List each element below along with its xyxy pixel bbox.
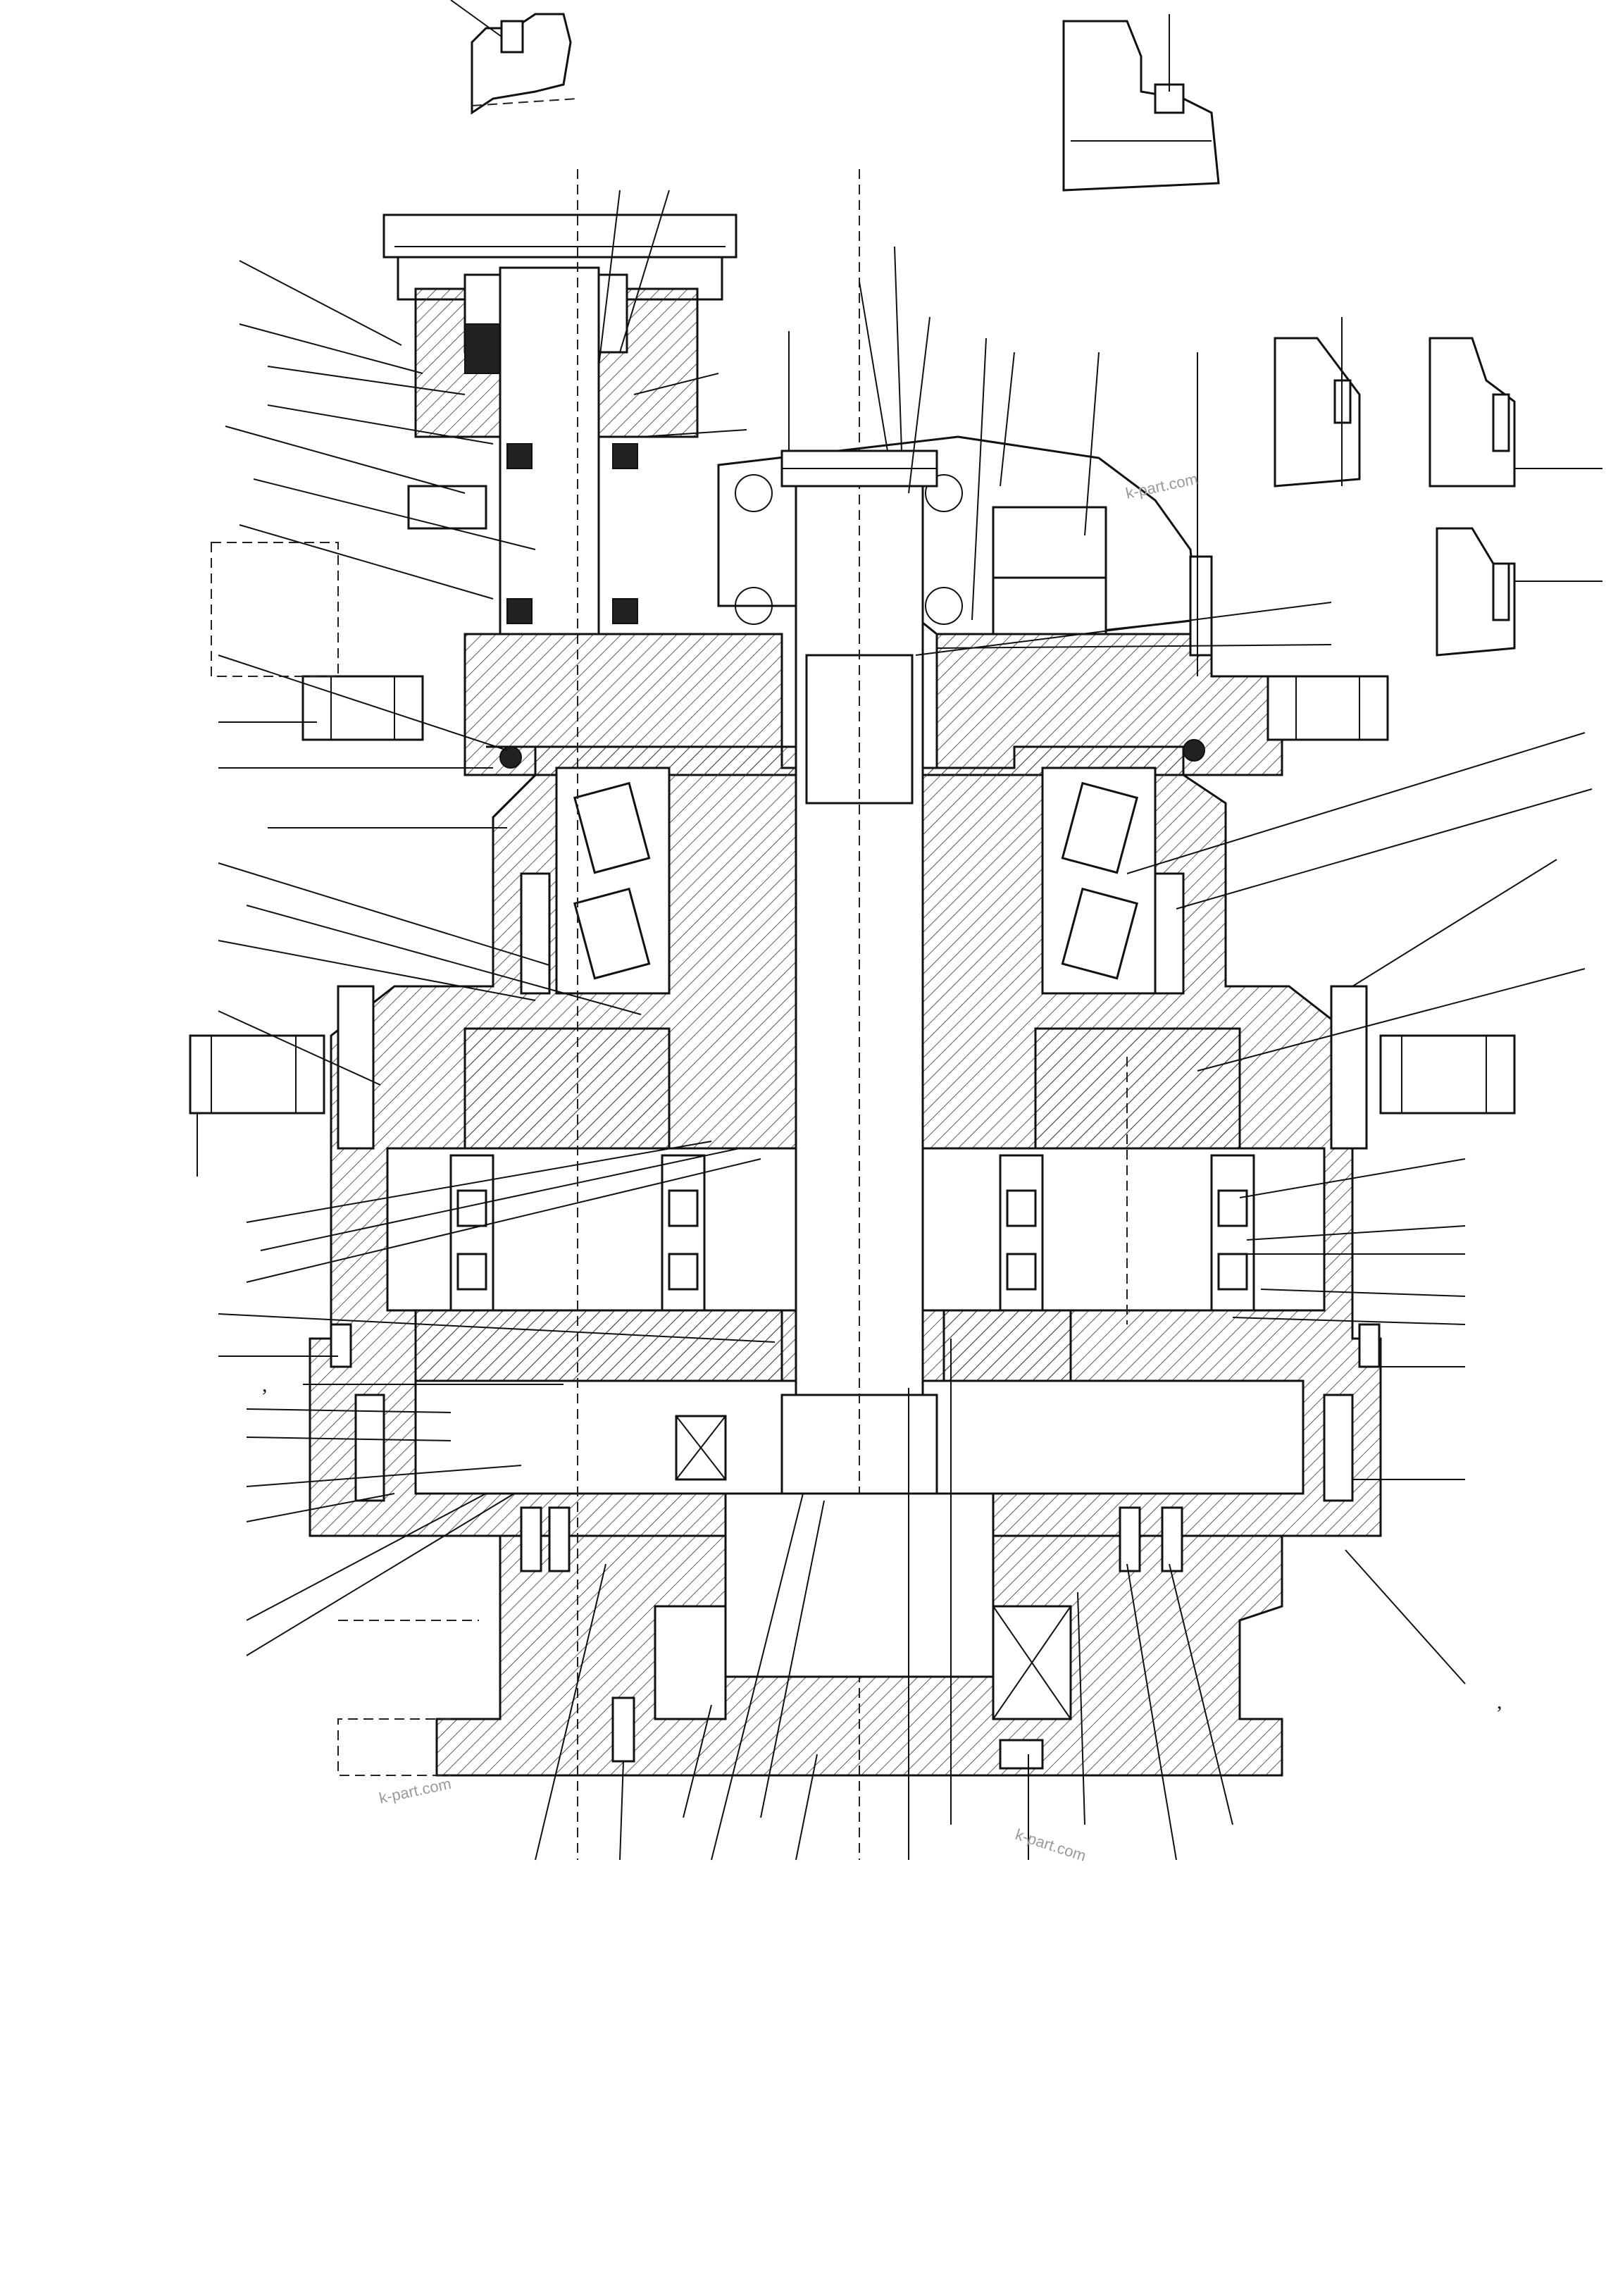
leader-lines-left xyxy=(197,260,776,1656)
tick-mark-left: , xyxy=(262,1373,268,1396)
planetary-carrier xyxy=(337,872,1368,1382)
leader-lines-top xyxy=(598,190,1198,676)
watermark-bottom-center: k-part.com xyxy=(1013,1825,1088,1865)
detail-view-top-right xyxy=(1062,14,1220,192)
leader-lines-right xyxy=(915,602,1593,1480)
lower-pinion-housing xyxy=(338,1492,1283,1777)
mounting-flanges xyxy=(189,675,1516,1115)
detail-views-right xyxy=(1274,317,1602,657)
central-pinion-shaft xyxy=(780,169,938,1860)
bolts xyxy=(330,1323,1381,1763)
watermark-top-right: k-part.com xyxy=(1124,470,1200,502)
tapered-roller-bearings xyxy=(499,739,1205,995)
tick-mark-right: , xyxy=(1497,1690,1502,1713)
phantom-outlines xyxy=(211,169,1128,1860)
hydraulic-motor-assembly xyxy=(382,213,737,635)
watermark-bottom-left: k-part.com xyxy=(378,1775,453,1807)
detail-view-top-left xyxy=(450,0,578,115)
leader-lines-bottom xyxy=(535,1339,1466,1861)
